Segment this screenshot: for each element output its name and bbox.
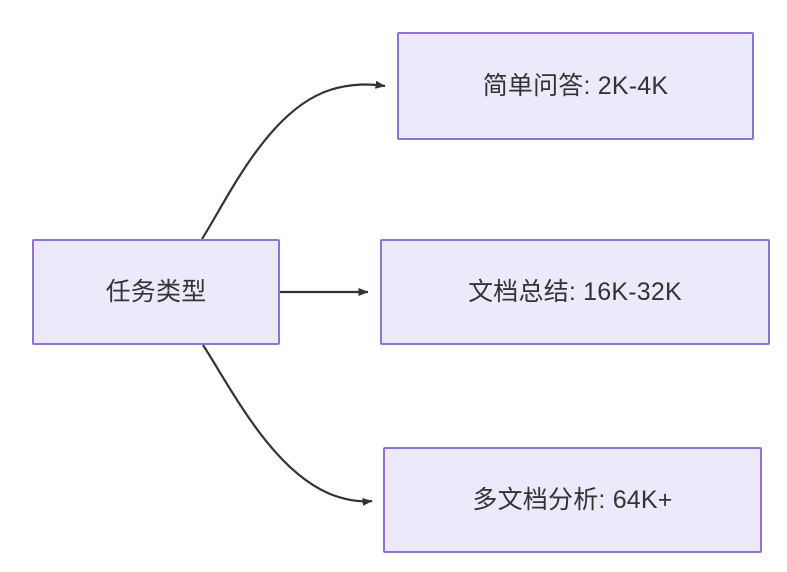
node-task-type[interactable]: 任务类型 [32, 239, 280, 345]
edge-root-to-multi-doc [202, 344, 373, 506]
node-doc-summary[interactable]: 文档总结: 16K-32K [380, 239, 770, 345]
node-simple-qa-label: 简单问答: 2K-4K [482, 72, 669, 100]
node-simple-qa[interactable]: 简单问答: 2K-4K [397, 32, 754, 140]
node-multi-doc[interactable]: 多文档分析: 64K+ [383, 447, 762, 553]
edge-root-to-simple-qa [201, 80, 386, 240]
node-multi-doc-label: 多文档分析: 64K+ [472, 486, 673, 514]
node-task-type-label: 任务类型 [105, 278, 207, 306]
node-doc-summary-label: 文档总结: 16K-32K [468, 278, 682, 306]
